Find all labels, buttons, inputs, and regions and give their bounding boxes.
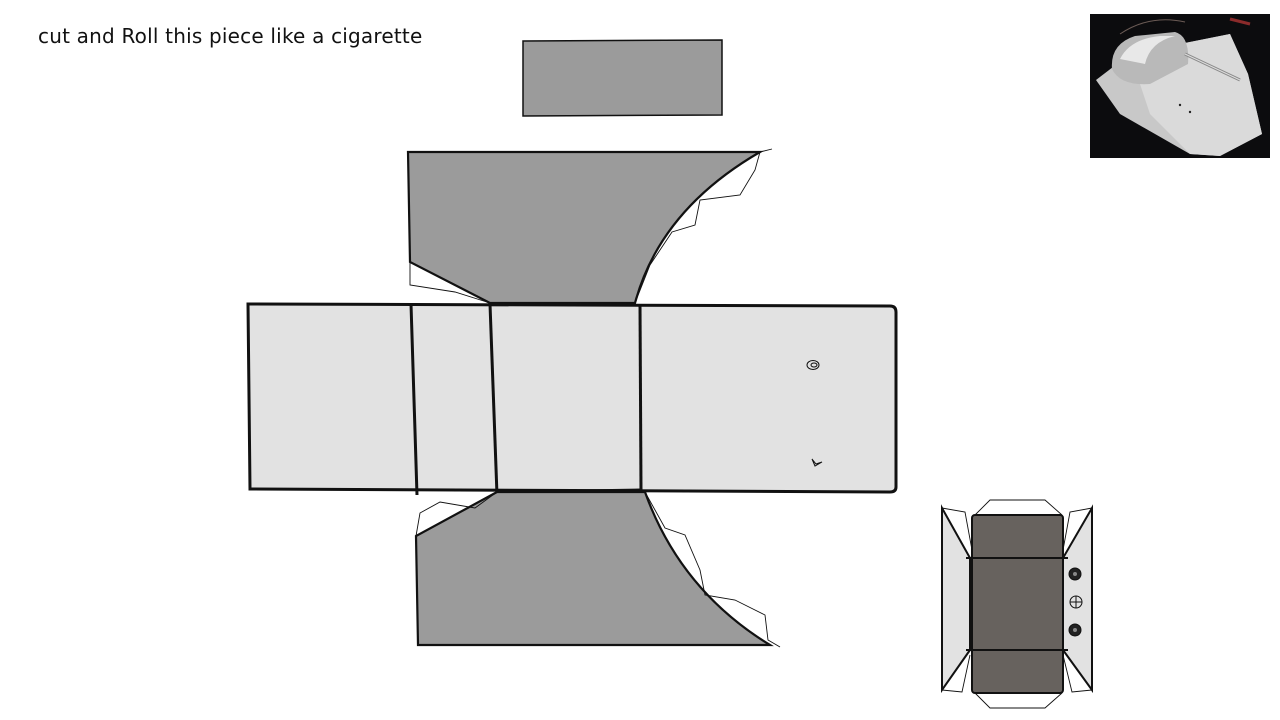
side-part-top-tab (974, 499, 1063, 516)
side-part (941, 499, 1093, 709)
bottom-wing-cut-edge (644, 491, 781, 648)
bottom-wing-glue-tab (415, 491, 498, 537)
top-wing-glue-tab (409, 262, 491, 304)
fold-line-3-tick (579, 488, 642, 493)
instruction-note: cut and Roll this piece like a cigarette (38, 24, 423, 48)
fold-line-3 (638, 304, 643, 491)
bottom-wing-panel (414, 490, 774, 647)
scribble-mark-1 (806, 360, 820, 370)
top-wing-panel (406, 150, 765, 305)
side-part-right-flap (1062, 504, 1093, 694)
main-body-panel (246, 302, 898, 494)
top-wing-cut-edge (634, 148, 773, 304)
side-part-right-tab (1062, 507, 1093, 693)
scribble-mark-2 (811, 458, 823, 467)
reference-photo (1090, 14, 1270, 158)
circle-dot-icon (1068, 567, 1082, 581)
circle-dot-icon (1068, 623, 1082, 637)
roll-strip (522, 39, 723, 117)
fold-line-2 (488, 303, 499, 496)
side-part-bottom-tab (974, 692, 1063, 709)
fold-line-1 (409, 303, 419, 496)
side-part-left-tab (941, 507, 973, 693)
side-part-center-panel (971, 514, 1064, 694)
side-part-left-flap (941, 504, 971, 694)
crosshair-icon (1069, 595, 1083, 609)
photo-of-built-model-icon (1090, 14, 1270, 158)
